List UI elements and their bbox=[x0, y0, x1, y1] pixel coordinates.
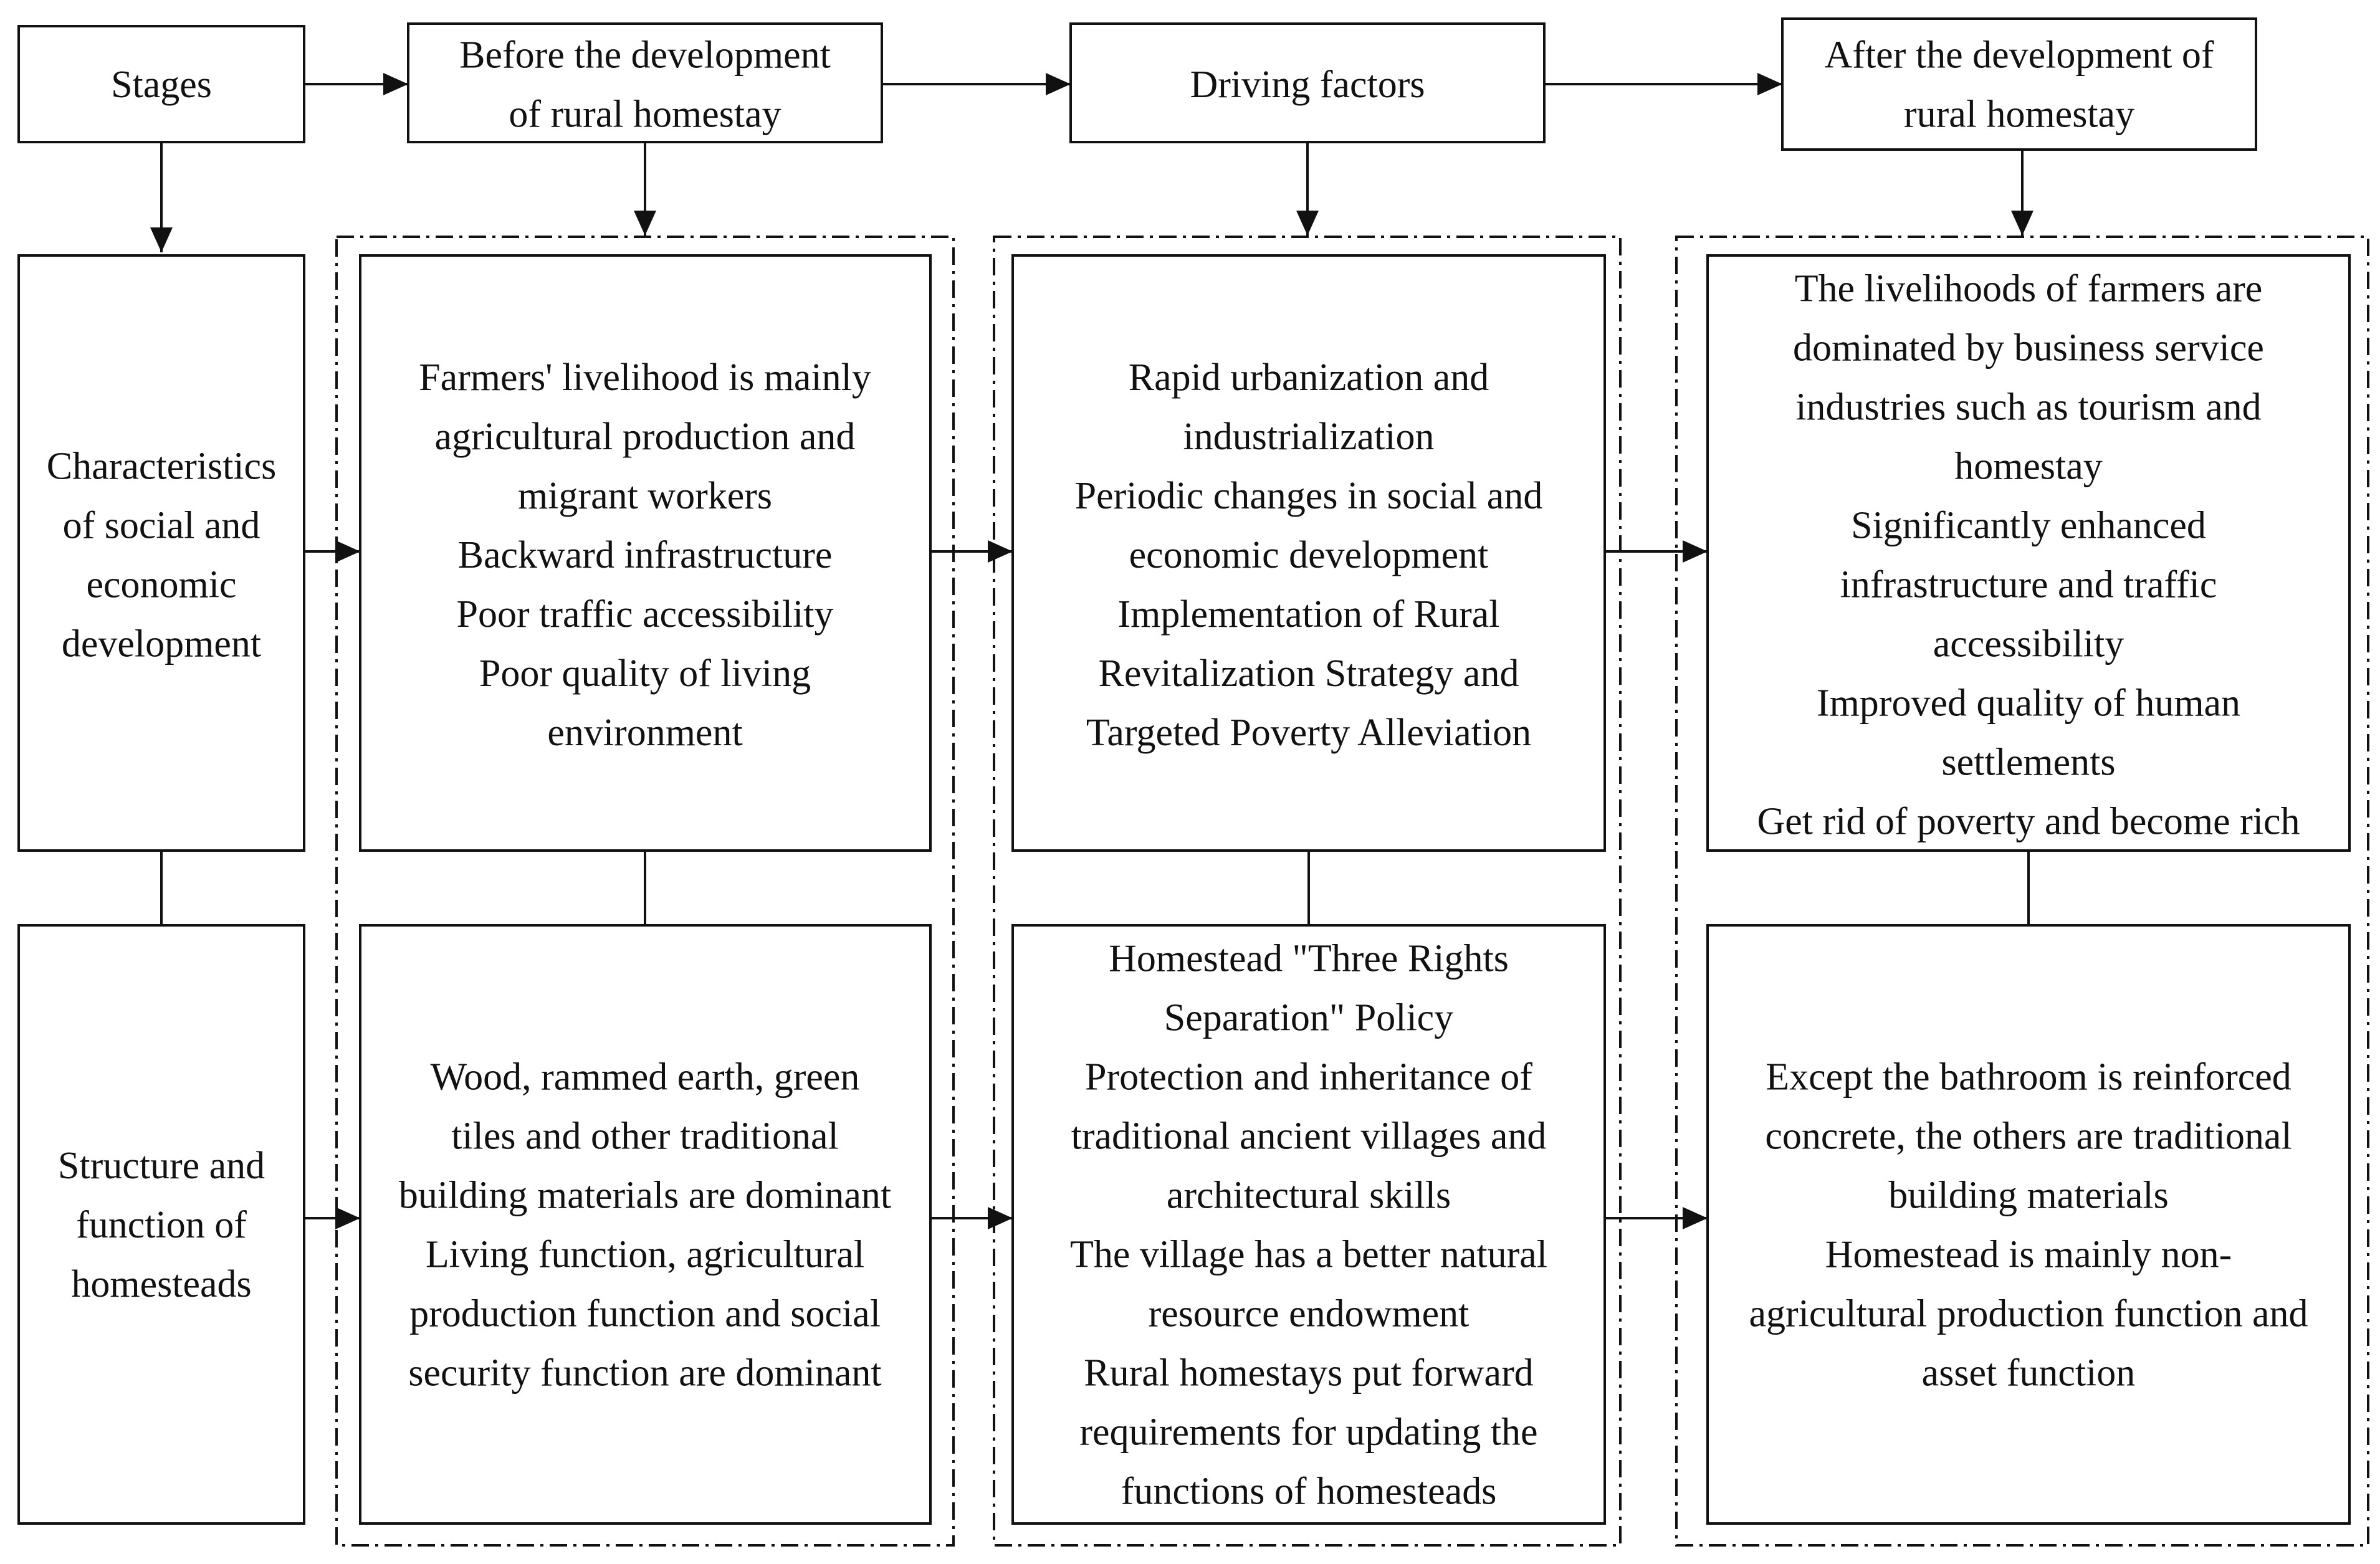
after-column-frame bbox=[1675, 236, 2369, 1547]
driving-column-frame bbox=[993, 236, 1622, 1547]
text-line: rural homestay bbox=[1904, 93, 2134, 136]
socio-economic-before-text: Farmers' livelihood is mainly agricultura… bbox=[419, 356, 871, 754]
text-line: functions of homesteads bbox=[1121, 1471, 1497, 1513]
text-line: economic development bbox=[1129, 534, 1489, 576]
after-header-box bbox=[1781, 17, 2257, 151]
text-line: Get rid of poverty and become rich bbox=[1757, 801, 2300, 843]
text-line: production function and social bbox=[409, 1293, 881, 1335]
text-line: Protection and inheritance of bbox=[1085, 1056, 1532, 1099]
text-line: Living function, agricultural bbox=[426, 1234, 864, 1276]
homesteads-driving-box bbox=[1011, 924, 1606, 1525]
text-line: Homestead "Three Rights bbox=[1109, 938, 1509, 980]
homesteads-before-box bbox=[359, 924, 932, 1525]
driving-header-box bbox=[1069, 22, 1546, 143]
homesteads-after-box bbox=[1706, 924, 2351, 1525]
text-line: Except the bathroom is reinforced bbox=[1766, 1056, 2292, 1099]
text-line: development bbox=[62, 623, 261, 665]
text-line: agricultural production and bbox=[435, 416, 856, 458]
text-line: Before the development bbox=[459, 34, 831, 77]
text-line: concrete, the others are traditional bbox=[1765, 1115, 2292, 1158]
before-header-title: Before the development of rural homestay bbox=[459, 34, 831, 136]
text-line: of rural homestay bbox=[509, 93, 781, 136]
text-line: Targeted Poverty Alleviation bbox=[1086, 712, 1531, 754]
before-column-frame bbox=[335, 236, 955, 1547]
text-line: Significantly enhanced bbox=[1851, 505, 2206, 547]
text-line: traditional ancient villages and bbox=[1071, 1115, 1547, 1158]
stages-label: Stages bbox=[111, 64, 212, 106]
text-line: asset function bbox=[1922, 1352, 2136, 1395]
text-line: Driving factors bbox=[1190, 64, 1425, 106]
text-line: Rural homestays put forward bbox=[1084, 1352, 1533, 1395]
text-line: Poor quality of living bbox=[479, 652, 811, 695]
text-line: function of bbox=[76, 1204, 247, 1246]
text-line: industries such as tourism and bbox=[1795, 386, 2261, 429]
text-line: Revitalization Strategy and bbox=[1099, 652, 1519, 695]
socio-economic-before-box bbox=[359, 254, 932, 852]
socio-economic-after-box bbox=[1706, 254, 2351, 852]
text-line: The village has a better natural bbox=[1070, 1234, 1547, 1276]
text-line: dominated by business service bbox=[1793, 327, 2264, 370]
text-line: requirements for updating the bbox=[1079, 1411, 1537, 1454]
homesteads-label-text: Structure and function of homesteads bbox=[58, 1145, 265, 1305]
homesteads-before-text: Wood, rammed earth, green tiles and other… bbox=[399, 1056, 891, 1395]
text-line: accessibility bbox=[1933, 623, 2124, 665]
socio-economic-label-text: Characteristics of social and economic deve… bbox=[47, 446, 276, 665]
text-line: security function are dominant bbox=[408, 1352, 881, 1395]
text-line: Wood, rammed earth, green bbox=[431, 1056, 860, 1099]
text-line: of social and bbox=[63, 505, 260, 547]
socio-economic-after-text: The livelihoods of farmers are dominated … bbox=[1757, 268, 2300, 843]
text-line: Characteristics bbox=[47, 446, 276, 488]
text-line: architectural skills bbox=[1167, 1175, 1451, 1217]
text-line: Farmers' livelihood is mainly bbox=[419, 356, 871, 399]
text-line: economic bbox=[86, 564, 236, 606]
text-line: Poor traffic accessibility bbox=[457, 593, 834, 636]
text-line: Separation" Policy bbox=[1164, 997, 1453, 1039]
text-line: Structure and bbox=[58, 1145, 265, 1187]
text-line: Homestead is mainly non- bbox=[1825, 1234, 2232, 1276]
text-line: tiles and other traditional bbox=[451, 1115, 839, 1158]
homesteads-after-text: Except the bathroom is reinforced concret… bbox=[1749, 1056, 2308, 1395]
text-line: resource endowment bbox=[1149, 1293, 1470, 1335]
text-line: building materials bbox=[1888, 1175, 2168, 1217]
text-line: Rapid urbanization and bbox=[1129, 356, 1489, 399]
text-line: Improved quality of human bbox=[1817, 682, 2240, 725]
text-line: industrialization bbox=[1183, 416, 1435, 458]
text-line: homesteads bbox=[71, 1263, 251, 1305]
text-line: Periodic changes in social and bbox=[1075, 475, 1543, 517]
driving-header-title: Driving factors bbox=[1190, 64, 1425, 106]
text-line: settlements bbox=[1942, 741, 2116, 784]
text-line: agricultural production function and bbox=[1749, 1293, 2308, 1335]
text-line: After the development of bbox=[1825, 34, 2214, 77]
text-line: building materials are dominant bbox=[399, 1175, 891, 1217]
text-line: Stages bbox=[111, 64, 212, 106]
stages-box bbox=[17, 25, 305, 143]
after-header-title: After the development of rural homestay bbox=[1825, 34, 2214, 136]
socio-economic-driving-box bbox=[1011, 254, 1606, 852]
text-line: environment bbox=[547, 712, 742, 754]
text-line: infrastructure and traffic bbox=[1840, 564, 2217, 606]
text-line: The livelihoods of farmers are bbox=[1795, 268, 2263, 310]
text-line: migrant workers bbox=[518, 475, 772, 517]
socio-economic-label-box bbox=[17, 254, 305, 852]
text-line: homestay bbox=[1954, 446, 2103, 488]
text-line: Backward infrastructure bbox=[458, 534, 833, 576]
text-line: Implementation of Rural bbox=[1118, 593, 1500, 636]
